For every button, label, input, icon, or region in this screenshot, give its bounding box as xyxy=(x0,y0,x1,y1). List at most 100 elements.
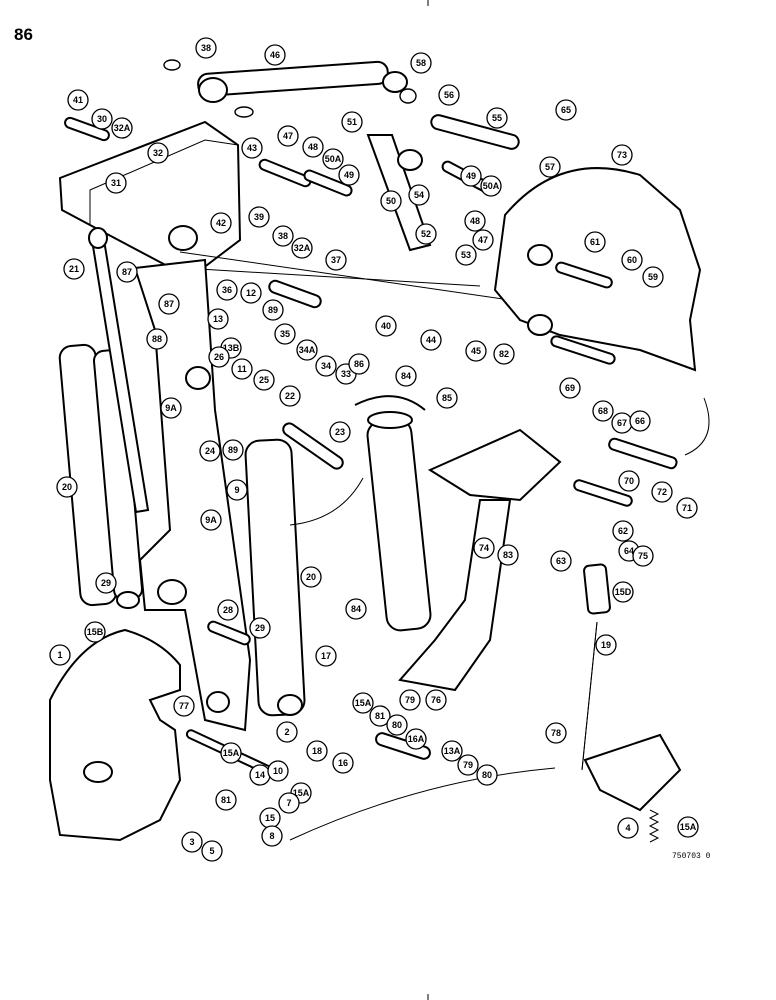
arrow-1 xyxy=(289,477,364,526)
svg-text:25: 25 xyxy=(259,375,269,385)
callout-72: 72 xyxy=(651,481,673,503)
svg-text:50A: 50A xyxy=(483,181,500,191)
callout-21: 21 xyxy=(63,258,85,280)
arrow-2 xyxy=(684,397,710,456)
callout-2: 2 xyxy=(276,721,298,743)
svg-text:32A: 32A xyxy=(294,243,311,253)
svg-text:81: 81 xyxy=(221,795,231,805)
svg-text:34A: 34A xyxy=(299,345,316,355)
callout-85: 85 xyxy=(436,387,458,409)
svg-text:70: 70 xyxy=(624,476,634,486)
callout-59: 59 xyxy=(642,266,664,288)
svg-text:88: 88 xyxy=(152,334,162,344)
svg-text:48: 48 xyxy=(308,142,318,152)
svg-text:30: 30 xyxy=(97,114,107,124)
callout-13a: 13A xyxy=(441,740,463,762)
svg-text:61: 61 xyxy=(590,237,600,247)
svg-text:58: 58 xyxy=(416,58,426,68)
top-cylinder xyxy=(163,59,417,118)
callout-30: 30 xyxy=(91,108,113,130)
svg-text:15A: 15A xyxy=(293,788,310,798)
callout-89: 89 xyxy=(222,439,244,461)
callout-1: 1 xyxy=(49,644,71,666)
svg-text:57: 57 xyxy=(545,162,555,172)
callout-73: 73 xyxy=(611,144,633,166)
svg-text:2: 2 xyxy=(284,727,289,737)
svg-text:22: 22 xyxy=(285,391,295,401)
spring-15C xyxy=(648,809,660,843)
callout-16a: 16A xyxy=(405,728,427,750)
callout-28: 28 xyxy=(217,599,239,621)
svg-text:56: 56 xyxy=(444,90,454,100)
svg-text:66: 66 xyxy=(635,416,645,426)
svg-text:3: 3 xyxy=(189,837,194,847)
callout-47: 47 xyxy=(472,229,494,251)
clamp-84 xyxy=(354,395,426,411)
svg-text:14: 14 xyxy=(255,770,265,780)
page-number: 86 xyxy=(14,25,33,44)
svg-text:50: 50 xyxy=(386,196,396,206)
svg-text:44: 44 xyxy=(426,335,436,345)
svg-text:11: 11 xyxy=(237,364,247,374)
svg-text:41: 41 xyxy=(73,95,83,105)
svg-text:21: 21 xyxy=(69,264,79,274)
svg-text:59: 59 xyxy=(648,272,658,282)
callout-80: 80 xyxy=(476,764,498,786)
callout-18: 18 xyxy=(306,740,328,762)
callout-81: 81 xyxy=(369,705,391,727)
callout-57: 57 xyxy=(539,156,561,178)
callout-79: 79 xyxy=(399,689,421,711)
svg-text:71: 71 xyxy=(682,503,692,513)
base-casting xyxy=(49,628,182,842)
svg-text:69: 69 xyxy=(565,383,575,393)
svg-text:83: 83 xyxy=(503,550,513,560)
svg-text:19: 19 xyxy=(601,640,611,650)
callout-83: 83 xyxy=(497,544,519,566)
callout-24: 24 xyxy=(199,440,221,462)
callout-37: 37 xyxy=(325,249,347,271)
callout-49: 49 xyxy=(338,164,360,186)
callout-65: 65 xyxy=(555,99,577,121)
callout-31: 31 xyxy=(105,172,127,194)
svg-text:10: 10 xyxy=(273,766,283,776)
svg-text:13A: 13A xyxy=(444,746,461,756)
svg-text:4: 4 xyxy=(625,823,630,833)
svg-text:42: 42 xyxy=(216,218,226,228)
callout-32a: 32A xyxy=(291,237,313,259)
svg-text:16A: 16A xyxy=(408,734,425,744)
svg-text:15B: 15B xyxy=(87,627,104,637)
svg-text:32: 32 xyxy=(153,148,163,158)
callout-15a: 15A xyxy=(677,816,699,838)
callout-35: 35 xyxy=(274,323,296,345)
callout-80: 80 xyxy=(386,714,408,736)
callout-45: 45 xyxy=(465,340,487,362)
svg-text:29: 29 xyxy=(101,578,111,588)
arrow-3 xyxy=(289,767,556,841)
svg-text:8: 8 xyxy=(269,831,274,841)
callout-84: 84 xyxy=(395,365,417,387)
tube-83 xyxy=(366,411,432,632)
svg-text:31: 31 xyxy=(111,178,121,188)
svg-text:74: 74 xyxy=(479,543,489,553)
callout-9: 9 xyxy=(226,479,248,501)
svg-text:39: 39 xyxy=(254,212,264,222)
callout-40: 40 xyxy=(375,315,397,337)
callout-87: 87 xyxy=(158,293,180,315)
callout-32a: 32A xyxy=(111,117,133,139)
callout-4: 4 xyxy=(617,817,639,839)
svg-text:85: 85 xyxy=(442,393,452,403)
svg-text:87: 87 xyxy=(164,299,174,309)
callout-34a: 34A xyxy=(296,339,318,361)
callout-20: 20 xyxy=(300,566,322,588)
svg-text:53: 53 xyxy=(461,250,471,260)
callout-36: 36 xyxy=(216,279,238,301)
svg-text:15A: 15A xyxy=(223,748,240,758)
boom-bracket xyxy=(58,120,242,280)
callout-15b: 15B xyxy=(84,621,106,643)
callout-68: 68 xyxy=(592,400,614,422)
figure-code: 750703 0 xyxy=(672,852,711,861)
svg-text:89: 89 xyxy=(228,445,238,455)
callout-39: 39 xyxy=(248,206,270,228)
callout-14: 14 xyxy=(249,764,271,786)
callout-17: 17 xyxy=(315,645,337,667)
